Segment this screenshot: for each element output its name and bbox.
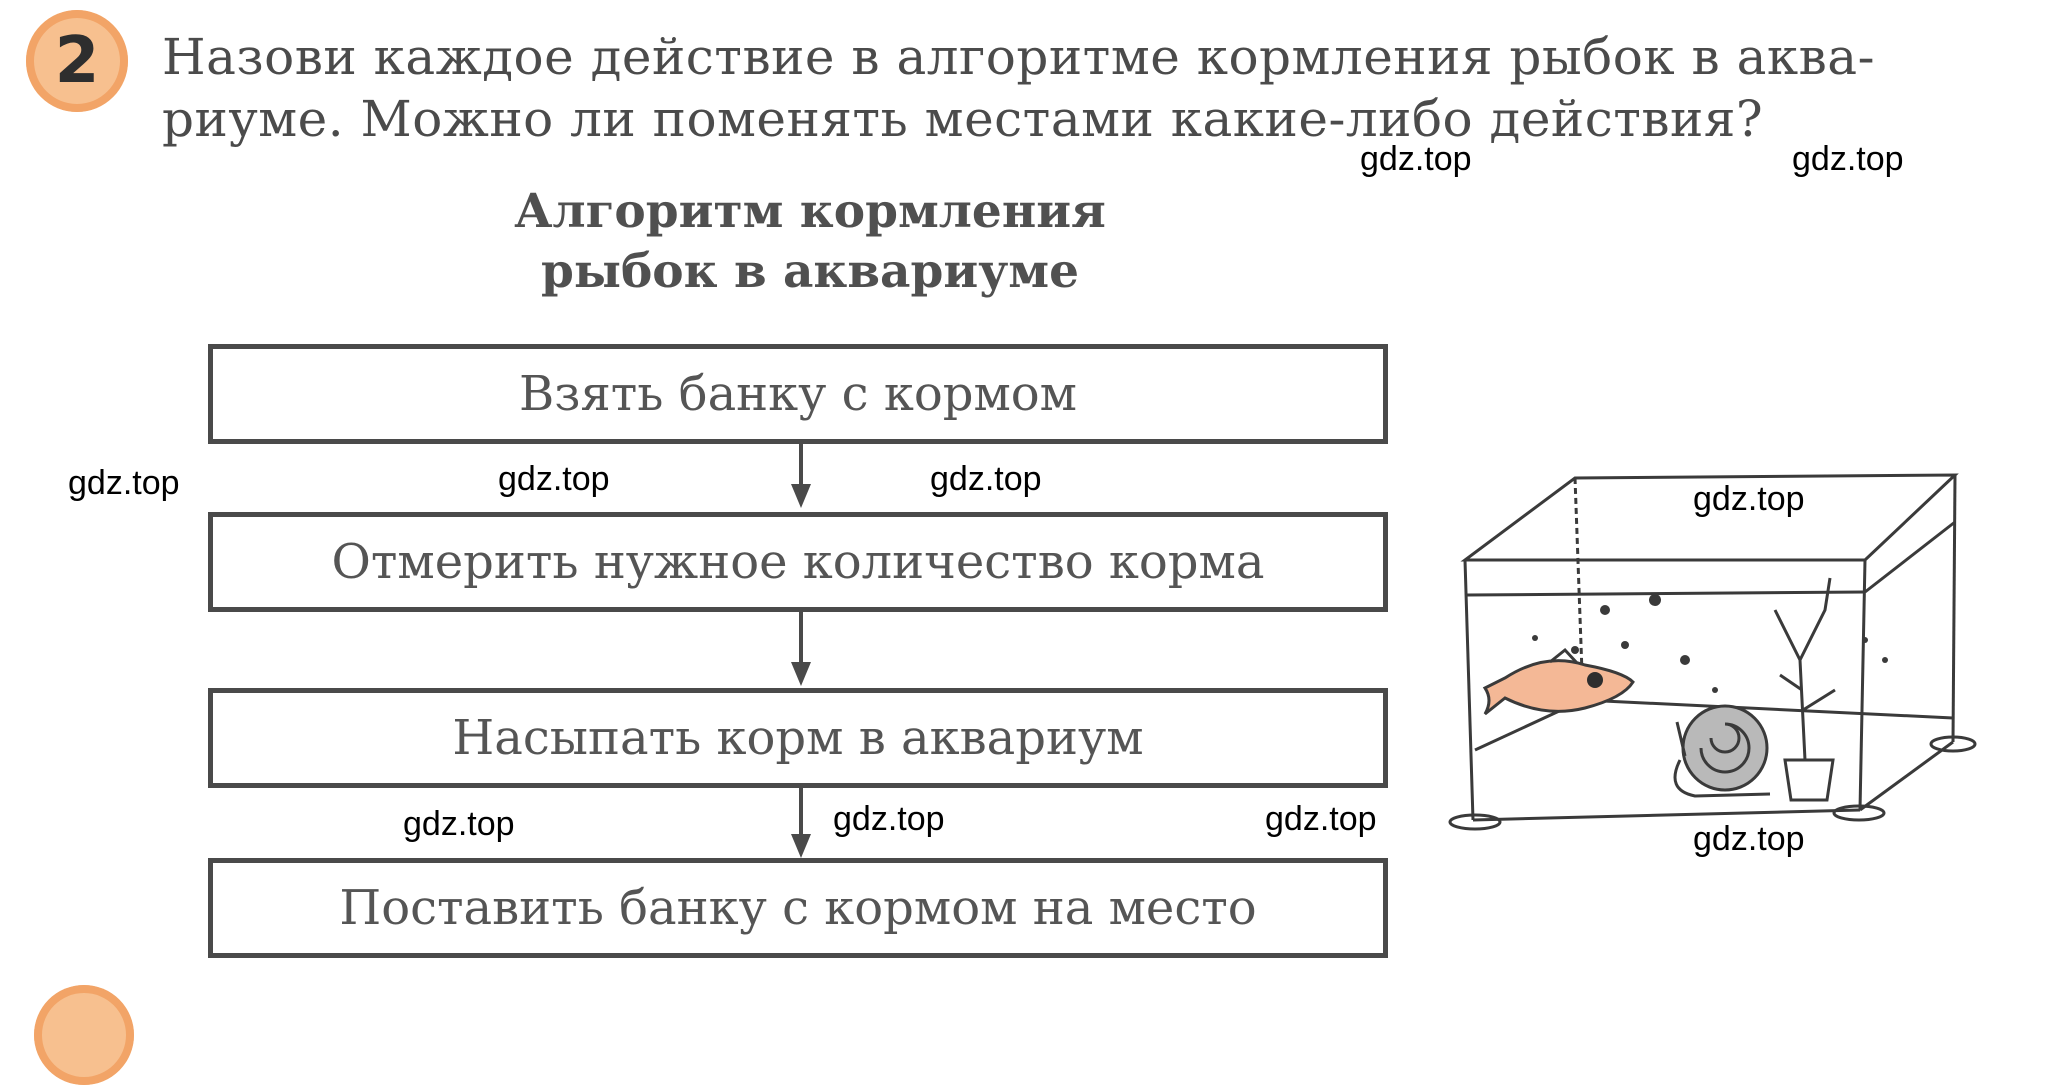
watermark: gdz.top <box>68 464 180 502</box>
task-question: Назови каждое действие в алгоритме кормл… <box>162 26 1982 150</box>
algorithm-step-2: Отмерить нужное количество корма <box>208 512 1388 612</box>
task-number: 2 <box>54 24 100 98</box>
food-particles <box>1532 594 1888 693</box>
watermark: gdz.top <box>498 460 610 498</box>
watermark: gdz.top <box>833 800 945 838</box>
fish-icon <box>1482 647 1635 716</box>
algorithm-title-line-1: Алгоритм кормления <box>514 184 1106 239</box>
algorithm-step-4: Поставить банку с кормом на место <box>208 858 1388 958</box>
algorithm-title: Алгоритм кормления рыбок в аквариуме <box>450 182 1170 302</box>
question-line-1: Назови каждое действие в алгоритме кормл… <box>162 28 1875 86</box>
task-number-badge: 2 <box>26 10 128 112</box>
watermark: gdz.top <box>1693 820 1805 858</box>
flow-arrow-2 <box>791 612 811 686</box>
next-task-badge <box>34 985 134 1085</box>
algorithm-step-1: Взять банку с кормом <box>208 344 1388 444</box>
watermark: gdz.top <box>1792 140 1904 178</box>
plant-icon <box>1773 577 1836 802</box>
watermark: gdz.top <box>1693 480 1805 518</box>
watermark: gdz.top <box>930 460 1042 498</box>
aquarium-illustration <box>1448 473 1977 831</box>
watermark: gdz.top <box>403 805 515 843</box>
watermark: gdz.top <box>1265 800 1377 838</box>
algorithm-title-line-2: рыбок в аквариуме <box>540 244 1080 299</box>
watermark: gdz.top <box>1360 140 1472 178</box>
algorithm-step-3: Насыпать корм в аквариум <box>208 688 1388 788</box>
snail-icon <box>1673 704 1771 798</box>
flow-arrow-3 <box>791 788 811 858</box>
question-line-2: риуме. Можно ли поменять местами какие-л… <box>162 90 1764 148</box>
flow-arrow-1 <box>791 444 811 508</box>
